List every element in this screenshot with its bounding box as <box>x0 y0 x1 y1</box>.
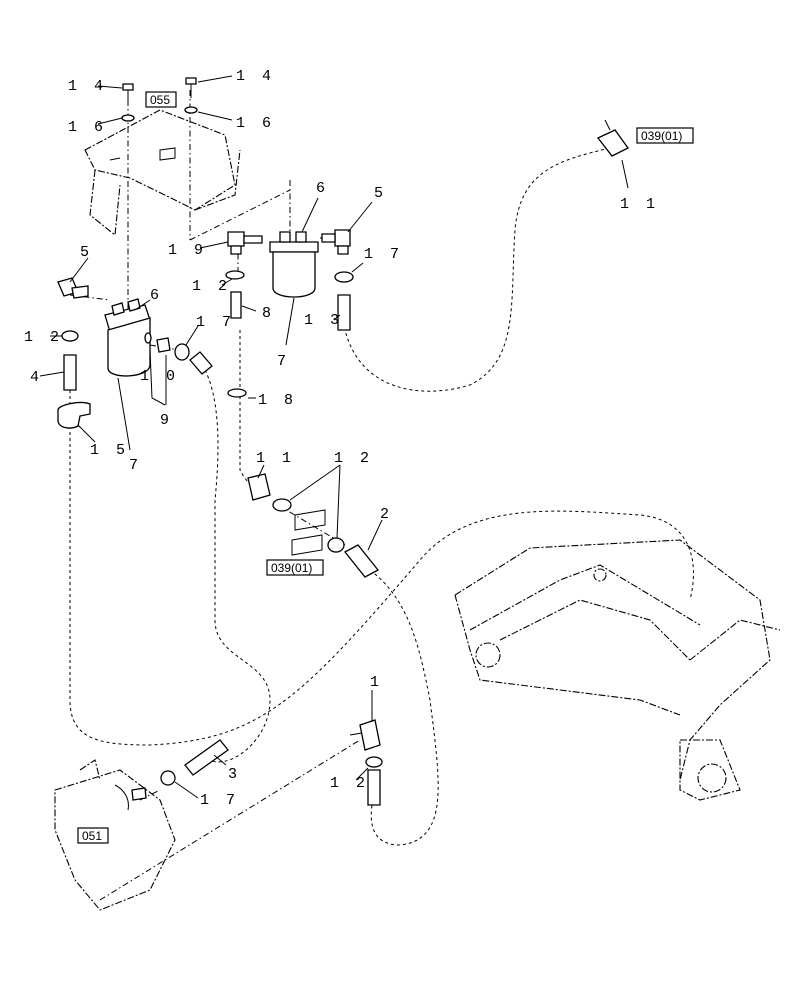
hose-bracket <box>291 509 326 556</box>
callout-13: 1 3 <box>304 312 343 329</box>
hose-clamp-12-left <box>61 330 79 342</box>
svg-text:039(01): 039(01) <box>271 561 312 575</box>
callout-10: 1 0 <box>140 368 179 385</box>
hose-4 <box>63 354 77 391</box>
hose-left-short <box>189 351 213 375</box>
svg-text:051: 051 <box>82 829 102 843</box>
callout-7-right: 7 <box>277 353 290 370</box>
mounting-bracket <box>84 109 241 237</box>
callout-17-bottom: 1 7 <box>200 792 239 809</box>
hose-clamp-12-bottom <box>365 756 383 768</box>
fuel-tank <box>54 759 176 911</box>
callout-12-bottom: 1 2 <box>330 775 369 792</box>
callout-14-right: 1 4 <box>236 68 275 85</box>
leader-lines <box>39 75 629 799</box>
callout-18: 1 8 <box>258 392 297 409</box>
hose-3 <box>184 739 229 776</box>
hose-8 <box>230 291 242 319</box>
elbow-fitting-5-right <box>321 229 351 255</box>
fitting-11-top <box>596 119 629 157</box>
hose-clamp-17-bottom <box>160 770 176 786</box>
bolt-right <box>185 77 197 98</box>
ref-051[interactable]: 051 <box>77 827 109 844</box>
bolt-left <box>122 83 134 104</box>
ref-039-top[interactable]: 039(01) <box>636 127 694 144</box>
ref-039-middle[interactable]: 039(01) <box>266 559 324 576</box>
fitting-11-middle <box>247 473 271 501</box>
callout-7-left: 7 <box>129 457 142 474</box>
hose-clamp-12-mid-b <box>327 537 345 553</box>
callout-5-left: 5 <box>80 244 93 261</box>
callout-16-right: 1 6 <box>236 115 275 132</box>
fitting-10 <box>144 332 152 344</box>
svg-text:039(01): 039(01) <box>641 129 682 143</box>
elbow-fitting-5-left <box>57 277 89 299</box>
reference-boxes: 055 039(01) 039(01) 051 <box>77 91 694 844</box>
fuel-filter-right <box>269 231 319 298</box>
callout-1: 1 <box>370 674 383 691</box>
callout-15: 1 5 <box>90 442 129 459</box>
hose-clamp-18 <box>227 388 247 398</box>
tank-fitting <box>131 787 147 801</box>
callout-17-right: 1 7 <box>364 246 403 263</box>
clip-15 <box>57 401 91 429</box>
hose-13 <box>337 294 351 331</box>
ref-055[interactable]: 055 <box>145 91 177 108</box>
callout-12-left: 1 2 <box>24 329 63 346</box>
callout-6-left: 6 <box>150 287 163 304</box>
callout-6-right: 6 <box>316 180 329 197</box>
svg-text:055: 055 <box>150 93 170 107</box>
washer-left <box>121 114 135 122</box>
hose-clamp-17-right <box>334 271 354 283</box>
callout-11-middle: 1 1 <box>256 450 295 467</box>
fuel-filter-left <box>104 298 151 377</box>
callout-5-right: 5 <box>374 185 387 202</box>
callout-numbers: 1 4 1 4 1 6 1 6 6 5 1 9 1 2 8 7 1 3 1 7 … <box>24 68 659 809</box>
washer-right <box>184 106 198 114</box>
callout-16-left: 1 6 <box>68 119 107 136</box>
hose-2 <box>344 544 379 578</box>
adapter-9 <box>156 337 171 353</box>
callout-3: 3 <box>228 766 241 783</box>
chassis-frame <box>454 539 781 801</box>
callout-14-left: 1 4 <box>68 78 107 95</box>
elbow-fitting-19 <box>227 231 263 255</box>
callout-8: 8 <box>262 305 275 322</box>
callout-12-upper: 1 2 <box>192 278 231 295</box>
callout-2: 2 <box>380 506 393 523</box>
hose-clamp-17-left <box>174 343 190 361</box>
hose-clamp-12-upper <box>225 270 245 280</box>
callout-19: 1 9 <box>168 242 207 259</box>
tee-fitting-1 <box>349 719 381 751</box>
callout-4: 4 <box>30 369 43 386</box>
hose-bottom <box>367 769 381 806</box>
callout-9: 9 <box>160 412 173 429</box>
hose-clamp-12-mid-a <box>272 498 292 512</box>
callout-17-left: 1 7 <box>196 314 235 331</box>
callout-11-top: 1 1 <box>620 196 659 213</box>
callout-12-middle: 1 2 <box>334 450 373 467</box>
